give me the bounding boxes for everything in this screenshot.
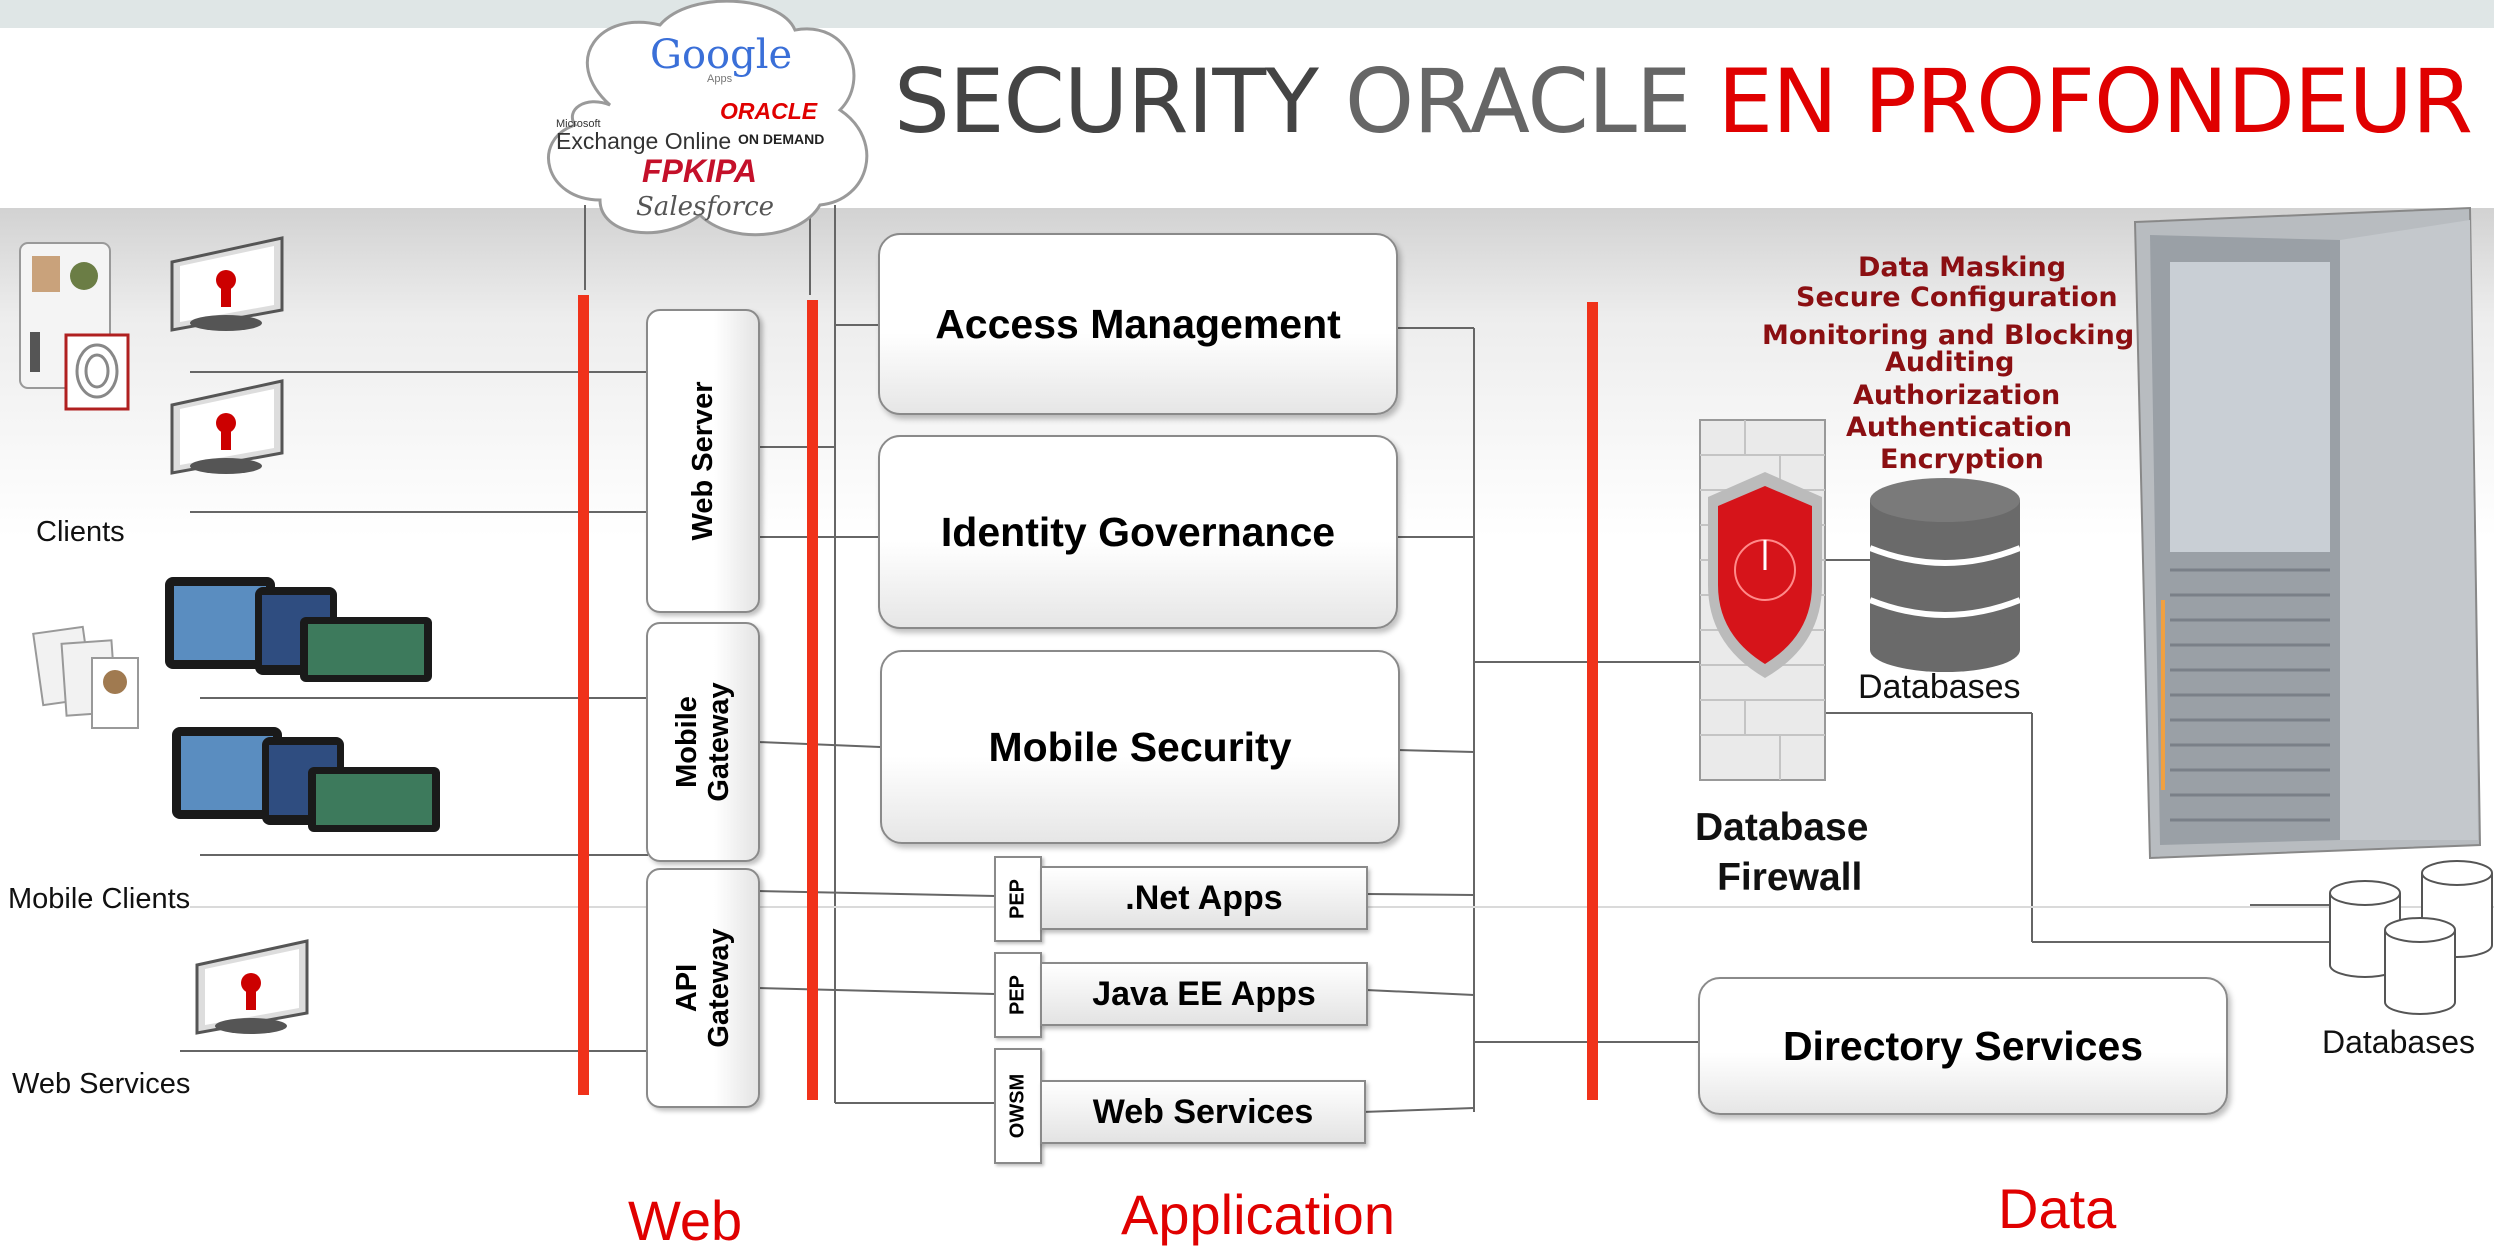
cloud-shape — [547, 0, 869, 237]
feature-auditing: Auditing — [1885, 347, 2015, 378]
clients-label: Clients — [36, 516, 125, 548]
database-stack-icon — [1868, 478, 2022, 672]
api-gateway-label: API Gateway — [671, 928, 735, 1047]
server-rack-icon — [2133, 206, 2482, 860]
cloud-salesforce: Salesforce — [636, 192, 775, 222]
owsm-tag: OWSM — [994, 1048, 1042, 1164]
top-strip — [0, 0, 2494, 28]
identity-governance-box: Identity Governance — [878, 435, 1398, 629]
feature-data-masking: Data Masking — [1858, 252, 2067, 283]
tablets-icon-2 — [172, 727, 440, 832]
database-firewall-label: Database Firewall — [1695, 803, 1868, 903]
mobile-gateway-label: Mobile Gateway — [671, 682, 735, 801]
title-en-profondeur: EN PROFONDEUR — [1717, 50, 2473, 153]
firewall-line1: Database — [1695, 806, 1869, 849]
api-gateway-box: API Gateway — [646, 868, 760, 1108]
cloud-fpkipa: FPKIPA — [642, 153, 757, 189]
feature-monitoring-blocking: Monitoring and Blocking — [1762, 320, 2135, 351]
feature-authorization: Authorization — [1853, 380, 2061, 411]
layer-data-label: Data — [1998, 1177, 2117, 1240]
mobile-gateway-line2: Gateway — [703, 682, 735, 802]
pep-tag-net: PEP — [994, 856, 1042, 942]
mobile-clients-label: Mobile Clients — [8, 883, 191, 915]
biometric-cards-icon — [32, 625, 139, 729]
directory-services-box: Directory Services — [1698, 977, 2228, 1115]
zone-bars — [578, 295, 1598, 1100]
access-management-box: Access Management — [878, 233, 1398, 415]
monitor-lock-icon-1 — [170, 236, 284, 332]
layer-web-label: Web — [628, 1189, 743, 1252]
web-server-label: Web Server — [687, 381, 719, 541]
cloud-microsoft: Microsoft — [556, 118, 601, 130]
pep-tag-net-label: PEP — [1006, 878, 1029, 920]
pep-tag-java-label: PEP — [1006, 974, 1029, 1016]
monitor-lock-icon-2 — [170, 379, 284, 475]
firewall-line2: Firewall — [1717, 856, 1863, 899]
net-apps-box: .Net Apps — [1040, 866, 1368, 930]
web-services-label: Web Services — [12, 1068, 191, 1100]
databases-label: Databases — [1858, 668, 2021, 706]
api-gateway-line2: Gateway — [703, 928, 735, 1048]
layer-application-label: Application — [1121, 1183, 1395, 1246]
mobile-security-box: Mobile Security — [880, 650, 1400, 844]
fingerprint-icon — [64, 333, 130, 411]
title-oracle: ORACLE — [1344, 50, 1692, 153]
header-band — [0, 28, 2494, 208]
feature-authentication: Authentication — [1846, 412, 2073, 443]
feature-secure-configuration: Secure Configuration — [1796, 282, 2118, 313]
cloud-google-apps: Apps — [707, 73, 733, 85]
feature-encryption: Encryption — [1880, 444, 2044, 475]
tablets-icon-1 — [165, 577, 432, 682]
connector-lines — [180, 205, 2330, 1113]
cloud-oracle: ORACLE — [720, 98, 818, 124]
cloud-on-demand: ON DEMAND — [738, 131, 825, 147]
pep-tag-java: PEP — [994, 952, 1042, 1038]
databases-right-label: Databases — [2322, 1024, 2475, 1060]
firewall-icon — [1699, 419, 1826, 781]
mobile-gateway-line1: Mobile — [671, 696, 703, 788]
title-security: SECURITY — [894, 50, 1319, 153]
cloud-google: Google — [650, 32, 793, 78]
cloud-exchange: Exchange Online — [556, 128, 732, 154]
web-services-app-box: Web Services — [1040, 1080, 1366, 1144]
page-title: SECURITY ORACLE EN PROFONDEUR — [894, 50, 2473, 153]
monitor-lock-icon-3 — [195, 939, 309, 1035]
owsm-tag-label: OWSM — [1006, 1073, 1029, 1139]
api-gateway-line1: API — [671, 963, 703, 1013]
java-ee-apps-box: Java EE Apps — [1040, 962, 1368, 1026]
mobile-gateway-box: Mobile Gateway — [646, 622, 760, 862]
web-server-box: Web Server — [646, 309, 760, 613]
cylinder-databases-icon — [2329, 860, 2493, 1015]
